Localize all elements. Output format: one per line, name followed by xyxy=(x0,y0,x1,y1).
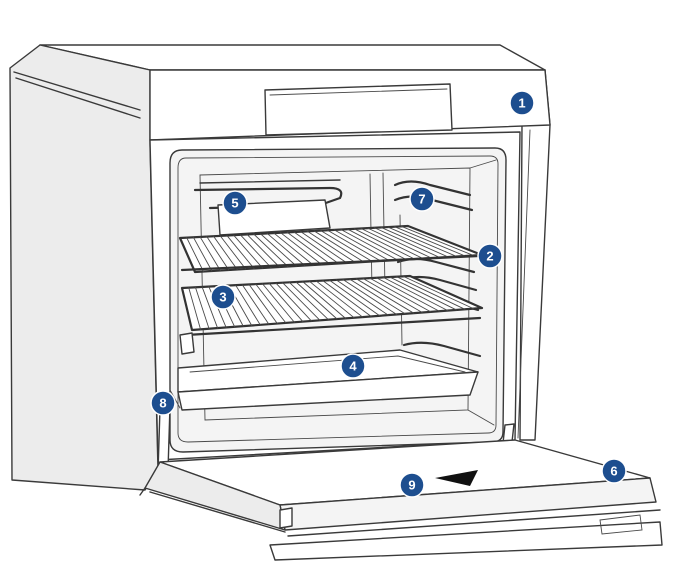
lower-wire-rack xyxy=(179,274,484,355)
rack-wire xyxy=(293,231,339,264)
display-window xyxy=(264,83,453,136)
rack-wire xyxy=(329,279,381,317)
marker-3: 3 xyxy=(210,284,236,310)
svg-text:4: 4 xyxy=(349,359,357,374)
svg-text:5: 5 xyxy=(231,196,238,211)
rack-wire xyxy=(362,278,423,313)
rack-wire xyxy=(396,276,466,310)
rack-wire xyxy=(322,280,372,317)
rack-wire xyxy=(219,235,247,270)
door-arrow-icon xyxy=(435,470,478,486)
rack-wire xyxy=(188,287,201,330)
rack-wire xyxy=(262,283,295,323)
rack-wire xyxy=(320,230,373,262)
rack-wire xyxy=(282,282,321,321)
marker-5: 5 xyxy=(222,190,248,216)
rack-wire xyxy=(286,231,331,265)
svg-text:7: 7 xyxy=(418,192,425,207)
svg-text:6: 6 xyxy=(610,464,617,479)
rack-wire xyxy=(235,284,261,326)
rack-wire xyxy=(369,277,432,313)
rack-wire xyxy=(306,230,356,263)
marker-7: 7 xyxy=(409,186,435,212)
rack-wire xyxy=(241,284,270,325)
rack-wire xyxy=(402,275,474,310)
rack-wire xyxy=(199,236,221,271)
rack-wire xyxy=(275,282,312,322)
rack-wire xyxy=(376,277,440,312)
rack-wire xyxy=(248,284,278,324)
rack-wire xyxy=(367,227,432,259)
rack-wire xyxy=(295,281,338,320)
callout-markers: 1 2 3 4 5 6 7 8 xyxy=(150,90,627,498)
rack-wire xyxy=(335,279,389,316)
rack-wire xyxy=(288,281,329,321)
rack-wire xyxy=(239,234,272,268)
rack-wire xyxy=(192,236,213,272)
oven-door xyxy=(139,439,663,561)
marker-1: 1 xyxy=(509,90,535,116)
oven-housing xyxy=(9,44,551,491)
marker-2: 2 xyxy=(477,243,503,269)
rack-wire xyxy=(194,286,210,330)
svg-text:3: 3 xyxy=(219,290,226,305)
rack-wire xyxy=(380,226,449,258)
rack-wire xyxy=(347,228,407,260)
rack-wire xyxy=(327,229,382,262)
svg-text:9: 9 xyxy=(408,478,415,493)
rack-wire xyxy=(382,276,449,312)
rack-wire xyxy=(315,280,364,318)
rack-wire xyxy=(260,233,297,267)
rack-wire xyxy=(353,228,415,260)
marker-6: 6 xyxy=(601,458,627,484)
svg-text:1: 1 xyxy=(518,96,525,111)
control-panel xyxy=(149,69,551,141)
rack-wire xyxy=(360,228,424,259)
rack-wire xyxy=(280,232,323,265)
rack-wire xyxy=(333,229,390,261)
rack-wire xyxy=(302,281,346,319)
rack-wire xyxy=(342,279,398,315)
rack-wire xyxy=(340,229,399,261)
marker-9: 9 xyxy=(399,472,425,498)
svg-text:8: 8 xyxy=(159,396,166,411)
rack-wire xyxy=(206,236,230,271)
rack-wire xyxy=(355,278,415,314)
rack-wire xyxy=(186,237,204,272)
rack-wire xyxy=(349,278,406,315)
rack-wire xyxy=(268,282,304,323)
rack-wire xyxy=(308,280,355,319)
rack-wire xyxy=(400,225,475,256)
rack-wire xyxy=(246,234,280,268)
top-heating-element xyxy=(193,179,343,210)
rack-wire xyxy=(300,231,348,264)
rack-wire xyxy=(201,286,219,329)
rack-wire xyxy=(313,230,365,263)
rack-wire xyxy=(226,235,255,269)
rack-wire xyxy=(213,235,238,270)
marker-4: 4 xyxy=(340,353,366,379)
rack-wire xyxy=(253,233,289,267)
rack-wire xyxy=(394,226,466,257)
rack-wire xyxy=(389,276,457,311)
rack-wire xyxy=(266,232,306,266)
rack-wire xyxy=(374,227,441,258)
rack-wire xyxy=(255,283,287,324)
rack-wire xyxy=(233,234,263,269)
marker-8: 8 xyxy=(150,390,176,416)
rack-wire xyxy=(273,232,314,266)
svg-text:2: 2 xyxy=(486,249,493,264)
rack-wire xyxy=(387,226,458,257)
